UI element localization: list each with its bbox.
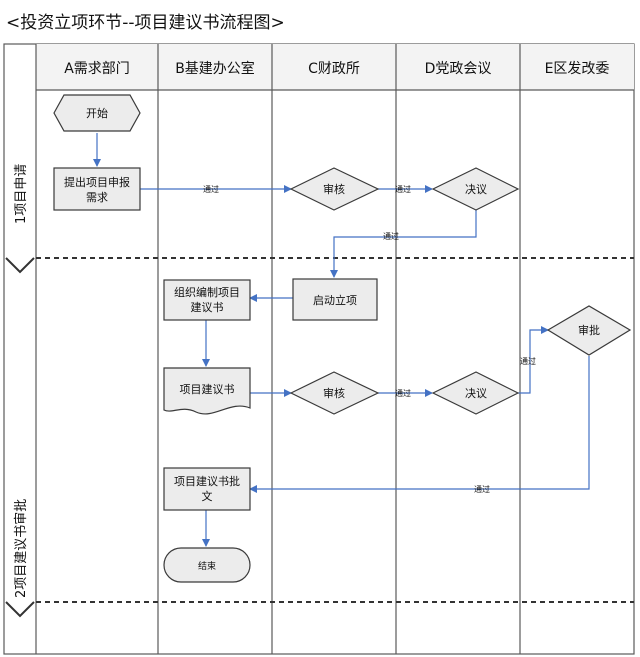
submit-label-line2: 需求	[86, 191, 108, 204]
lane-label-b: B基建办公室	[175, 60, 255, 77]
phase-chevron-icon	[5, 257, 35, 274]
decide-decision-2: 决议	[431, 371, 520, 415]
review2-label: 审核	[323, 386, 345, 400]
proposal-document-node: 项目建议书	[163, 367, 251, 415]
end-label: 结束	[198, 560, 216, 572]
approved-proposal-node: 项目建议书批 文	[163, 467, 251, 511]
edge-label-pass: 通过	[203, 184, 219, 194]
lane-label-d: D党政会议	[425, 61, 492, 77]
approved-label-line2: 文	[202, 489, 213, 503]
proposal-doc-label: 项目建议书	[180, 382, 235, 396]
submit-label-line1: 提出项目申报	[64, 175, 130, 189]
lane-label-a: A需求部门	[64, 61, 130, 77]
start-node: 开始	[53, 94, 141, 132]
end-node: 结束	[163, 547, 251, 583]
phase-label-1: 1项目申请	[14, 164, 29, 224]
edge-decide2-to-approve	[518, 326, 549, 394]
decide2-label: 决议	[465, 387, 487, 400]
phase-label-2: 2项目建议书审批	[14, 499, 29, 598]
decide1-label: 决议	[465, 183, 487, 196]
edge-label-pass: 通过	[395, 388, 411, 398]
edge-label-pass: 通过	[395, 184, 411, 194]
compile-proposal-node: 组织编制项目 建议书	[163, 279, 251, 321]
lane-header-row	[36, 44, 634, 90]
approve-decision: 审批	[546, 305, 632, 356]
title-bar	[0, 0, 640, 44]
review1-label: 审核	[323, 182, 345, 196]
edge-label-pass: 通过	[383, 231, 399, 241]
lane-label-c: C财政所	[308, 61, 360, 77]
review-decision-1: 审核	[289, 167, 380, 211]
edge-decide1-to-startproject	[330, 209, 477, 278]
approve-label: 审批	[578, 323, 600, 337]
lane-label-e: E区发改委	[545, 61, 610, 77]
review-decision-2: 审核	[289, 371, 380, 415]
submit-request-node: 提出项目申报 需求	[53, 167, 141, 211]
edge-label-pass: 通过	[474, 484, 490, 494]
start-project-label: 启动立项	[313, 293, 357, 307]
start-project-node: 启动立项	[292, 278, 378, 321]
phase-chevron-icon	[5, 601, 35, 618]
start-label: 开始	[86, 106, 108, 120]
compile-label-line1: 组织编制项目	[174, 285, 240, 299]
edge-label-pass: 通过	[520, 356, 536, 366]
approved-label-line1: 项目建议书批	[174, 474, 240, 488]
diagram-frame	[3, 43, 635, 655]
edge-approve-to-approved	[249, 356, 590, 493]
compile-label-line2: 建议书	[191, 300, 224, 314]
diagram-title: <投资立项环节--项目建议书流程图>	[6, 13, 285, 33]
decide-decision-1: 决议	[431, 167, 520, 211]
